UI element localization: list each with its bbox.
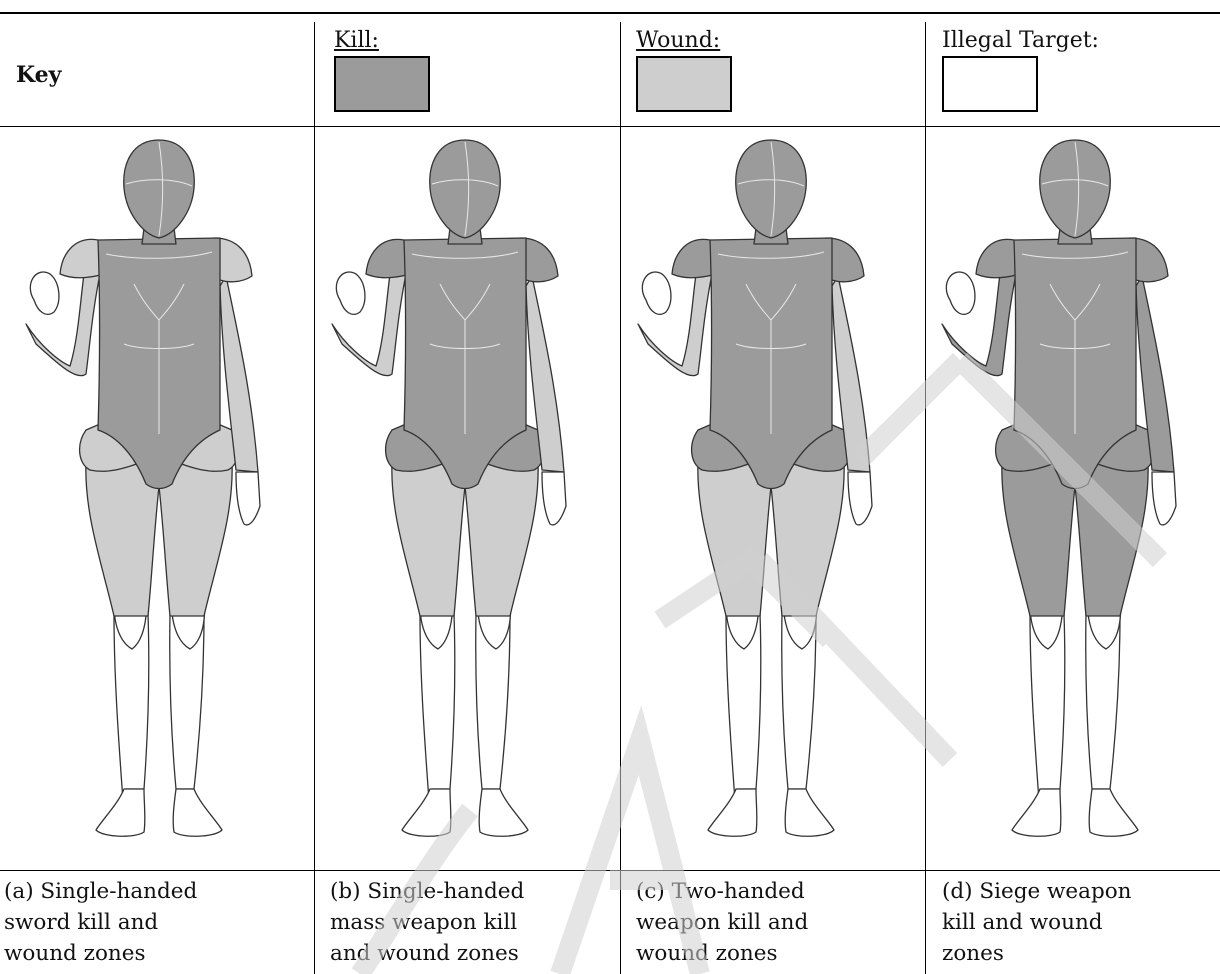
left-foot: [96, 789, 145, 836]
right-hand: [642, 272, 671, 314]
right-foot: [173, 789, 222, 836]
left-hand: [848, 472, 872, 525]
right-shoulder: [672, 239, 716, 277]
left-foot: [708, 789, 757, 836]
key-title: Key: [16, 62, 61, 88]
illegal-target-swatch: [942, 56, 1038, 112]
right-foot: [785, 789, 834, 836]
caption-d: (d) Siege weapon kill and wound zones: [942, 876, 1132, 969]
caption-a: (a) Single-handed sword kill and wound z…: [4, 876, 197, 969]
column-divider: [314, 22, 315, 974]
head: [1040, 140, 1110, 238]
right-shoulder: [976, 239, 1020, 277]
wound-swatch: [636, 56, 732, 112]
right-hand: [336, 272, 365, 314]
right-foot: [479, 789, 528, 836]
kill-label: Kill:: [334, 28, 379, 53]
head: [430, 140, 500, 238]
wound-label: Wound:: [636, 28, 720, 53]
left-hand: [1152, 472, 1176, 525]
header-rule: [0, 126, 1220, 127]
figure-a: [14, 134, 304, 866]
right-hand: [30, 272, 59, 314]
figure-b: [320, 134, 610, 866]
left-foot: [1012, 789, 1061, 836]
caption-b: (b) Single-handed mass weapon kill and w…: [330, 876, 524, 969]
caption-c: (c) Two-handed weapon kill and wound zon…: [636, 876, 808, 969]
left-hand: [236, 472, 260, 525]
right-shoulder: [60, 239, 104, 277]
illegal-target-label: Illegal Target:: [942, 28, 1099, 53]
left-foot: [402, 789, 451, 836]
head: [124, 140, 194, 238]
head: [736, 140, 806, 238]
column-divider: [925, 22, 926, 974]
right-shoulder: [366, 239, 410, 277]
left-hand: [542, 472, 566, 525]
figure-d: [930, 134, 1220, 866]
right-foot: [1089, 789, 1138, 836]
column-divider: [620, 22, 621, 974]
caption-rule: [0, 870, 1220, 871]
right-hand: [946, 272, 975, 314]
kill-swatch: [334, 56, 430, 112]
figure-c: [626, 134, 916, 866]
table-top-rule: [0, 12, 1220, 14]
